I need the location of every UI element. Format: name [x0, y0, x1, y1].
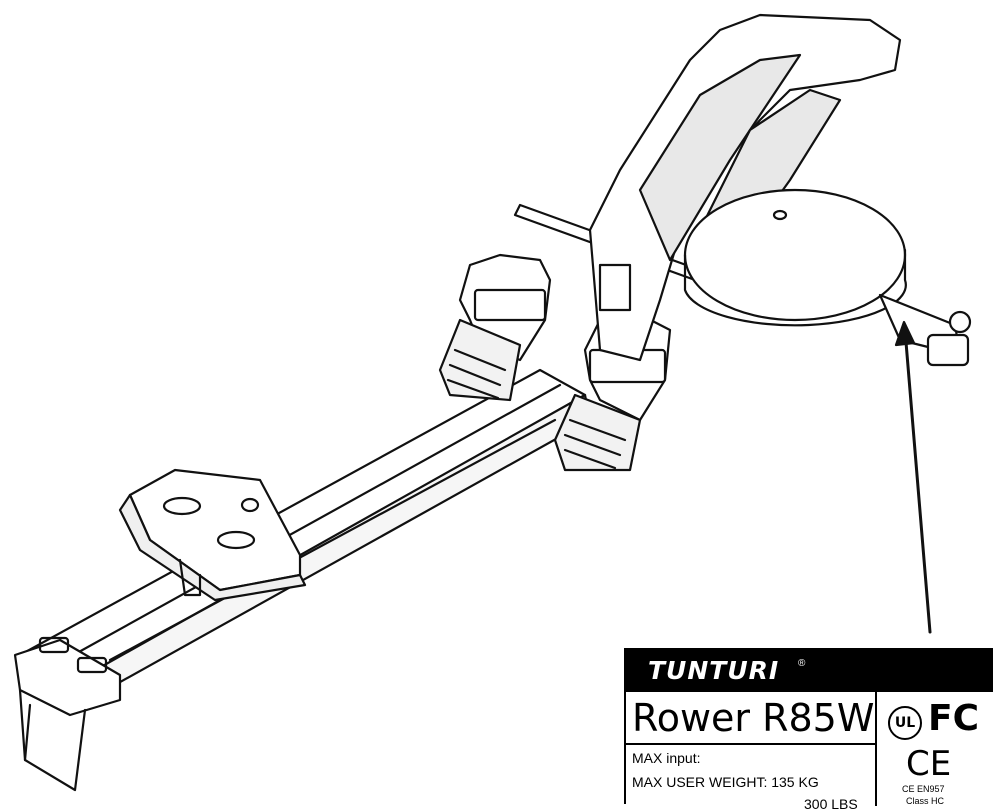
fcc-mark-icon: FC [928, 698, 980, 739]
max-input: MAX input: [632, 750, 701, 766]
ul-mark-icon: UL [888, 706, 922, 740]
registered-mark: ® [798, 658, 806, 669]
front-foot [878, 293, 972, 367]
brand-name: TUNTURI [648, 656, 780, 685]
max-user-weight-lbs: 300 LBS [804, 796, 858, 812]
model-name: Rower R85W [632, 696, 875, 740]
product-label: TUNTURI ® Rower R85W MAX input: MAX USER… [624, 648, 993, 812]
rail-beam [18, 368, 592, 712]
rear-foot [13, 636, 122, 792]
label-arrow [894, 320, 932, 634]
divider-horizontal [626, 743, 875, 745]
divider-vertical [875, 692, 877, 806]
seat [118, 468, 307, 602]
footrest-left [438, 253, 552, 402]
label-header: TUNTURI ® [626, 650, 993, 692]
ce-mark-icon: CE [906, 744, 952, 784]
water-tank [683, 188, 907, 327]
class-text: Class HC [906, 796, 945, 806]
standard-text: CE EN957 [902, 784, 945, 794]
max-user-weight: MAX USER WEIGHT: 135 KG [632, 774, 819, 790]
